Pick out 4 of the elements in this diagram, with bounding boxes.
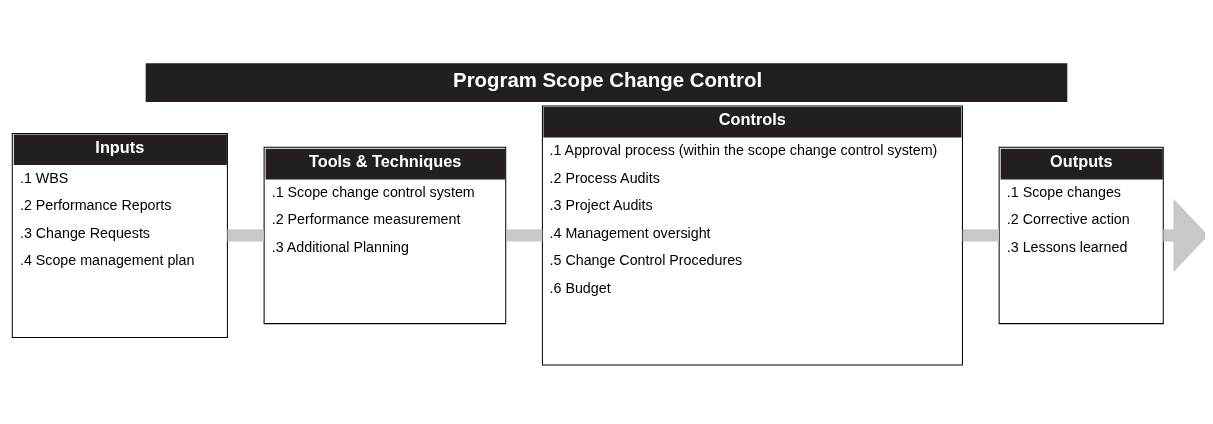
connector (962, 229, 999, 242)
connector (506, 229, 543, 242)
diagram-title: Program Scope Change Control (453, 68, 763, 91)
connector (227, 229, 264, 242)
